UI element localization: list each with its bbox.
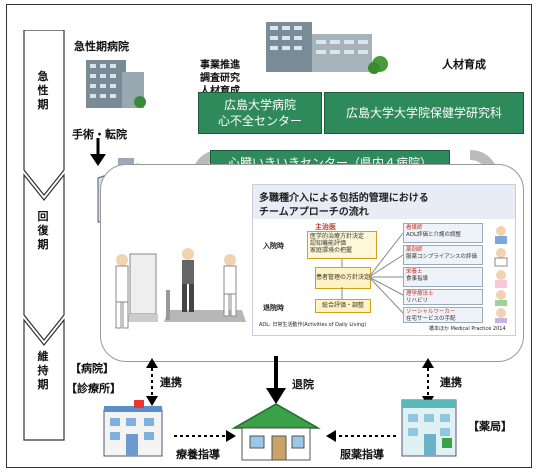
slide-title-line2: チームアプローチの流れ — [259, 207, 369, 218]
role-task: リハビリ — [406, 298, 429, 305]
slide-role-item: 理学療法士リハビリ — [403, 289, 483, 305]
slide-connectors — [341, 232, 404, 314]
role-task: 食事指導 — [406, 276, 429, 283]
acute-hospital-label: 急性期病院 — [74, 38, 129, 54]
slide-doctor-item: 医学的治療方針決定 — [310, 233, 365, 240]
slide-source-note: 橋本ほか Medical Practice 2014 — [429, 326, 506, 332]
slide-doctor-item: 家庭環境の把握 — [310, 247, 353, 255]
outer-frame — [6, 4, 532, 468]
clinic-label-hospital: 【病院】 — [70, 360, 114, 376]
slide-admission-label: 入院時 — [263, 242, 284, 250]
slide-adl-note: ADL: 日常生活動作(Activities of Daily Living) — [259, 322, 367, 328]
slide-doctor-item: 認知機能評価 — [310, 240, 347, 248]
team-approach-slide: 多職種介入による包括的管理における チームアプローチの流れ 主治医 医学的治療方… — [252, 184, 516, 336]
phase-chevron-arrow — [23, 30, 65, 441]
link-label-left: 連携 — [160, 374, 182, 390]
phase-maintenance: 維持期 — [37, 350, 49, 391]
rehab-illustration — [115, 248, 246, 329]
pharmacy-label: 【薬局】 — [468, 418, 512, 434]
clinic-label-clinic: 【診療所】 — [66, 380, 121, 396]
slide-doctor-box: 医学的治療方針決定 認知機能評価 家庭環境の把握 — [307, 231, 377, 259]
role-task: ADL評価と介護の調整 — [406, 232, 462, 239]
role-name: ソーシャルワーカー — [406, 309, 456, 315]
slide-doctor-label: 主治医 — [315, 223, 336, 231]
slide-title-line1: 多職種介入による包括的管理における — [259, 193, 429, 204]
med-guidance-label: 服薬指導 — [340, 446, 384, 462]
pharmacy-building-icon — [401, 399, 457, 457]
discharge-label: 退院 — [292, 376, 314, 392]
home-house-icon — [231, 403, 321, 461]
role-name: 看護師 — [406, 225, 423, 231]
hr-training-label: 人材育成 — [442, 56, 486, 72]
transfer-down-arrow — [90, 138, 106, 166]
slide-role-item: ソーシャルワーカー在宅サービスの手配 — [403, 307, 483, 323]
graduate-school-box: 広島大学大学院保健学研究科 — [324, 92, 524, 134]
role-task: 在宅サービスの手配 — [406, 316, 456, 323]
role-task: 服薬コンプライアンスの評価 — [406, 254, 478, 261]
slide-staff-icons — [494, 226, 508, 323]
phase-acute: 急性期 — [37, 70, 49, 111]
role-name: 栄養士 — [406, 269, 423, 275]
surgery-transfer-label: 手術・転院 — [72, 126, 127, 142]
slide-eval-box: 総合評価・調整 — [315, 299, 371, 313]
slide-discharge-label: 退院時 — [263, 304, 284, 312]
heart-failure-center-box: 広島大学病院心不全センター — [198, 92, 322, 134]
slide-role-item: 栄養士食事指導 — [403, 267, 483, 287]
university-building-icon — [266, 22, 388, 74]
bottom-connector-arrows — [146, 356, 434, 406]
project-item-2: 調査研究 — [200, 69, 240, 84]
role-name: 理学療法士 — [406, 291, 434, 297]
link-label-right: 連携 — [440, 374, 462, 390]
slide-role-item: 薬剤師服薬コンプライアンスの評価 — [403, 245, 483, 265]
role-name: 薬剤師 — [406, 247, 423, 253]
phase-recovery: 回復期 — [37, 210, 49, 251]
guidance-arrows — [174, 430, 396, 442]
care-guidance-label: 療養指導 — [176, 446, 220, 462]
slide-title-bar — [253, 185, 515, 219]
hospital-line1: 広島大学病院 — [223, 97, 296, 112]
project-item-1: 事業推進 — [200, 56, 240, 71]
acute-hospital-building-icon — [86, 60, 146, 108]
hospital-line2: 心不全センター — [217, 114, 302, 128]
clinic-building-icon — [103, 400, 163, 457]
